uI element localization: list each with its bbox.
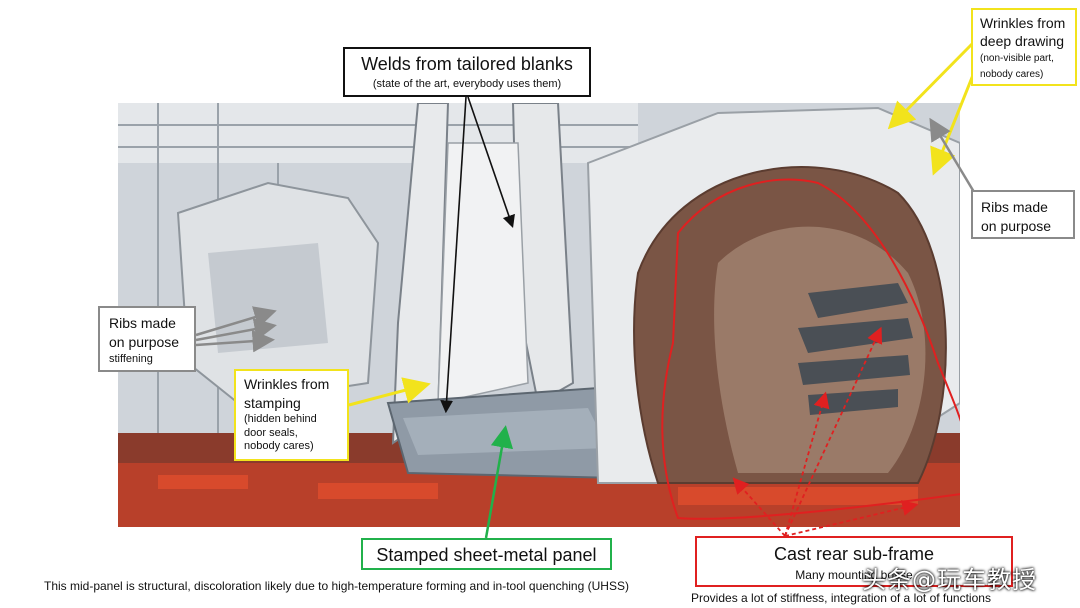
wrinkles-stamping-note-3: nobody cares): [244, 440, 314, 453]
ribs-right-line-1: Ribs made: [981, 199, 1048, 215]
wrinkles-deep-callout: Wrinkles from deep drawing (non-visible …: [971, 8, 1077, 86]
ribs-right-callout: Ribs made on purpose: [971, 190, 1075, 239]
wrinkles-deep-title-2: deep drawing: [980, 33, 1065, 50]
wrinkles-deep-note-1: (non-visible part,: [980, 53, 1054, 65]
cast-subframe-arrows: [732, 326, 919, 537]
welds-subtitle: (state of the art, everybody uses them): [372, 77, 562, 90]
cast-subframe-subtitle: Many mounting bosse: [795, 567, 913, 582]
watermark: 头条@玩车教授: [862, 566, 1037, 594]
wrinkles-deep-arrows: [887, 42, 977, 176]
cast-subframe-callout: Cast rear sub-frame Many mounting bosse: [695, 536, 1013, 587]
wrinkles-stamping-arrow: [348, 377, 431, 407]
wrinkles-stamping-title-1: Wrinkles from: [244, 376, 330, 392]
footnote: This mid-panel is structural, discolorat…: [44, 579, 629, 593]
wrinkles-stamping-callout: Wrinkles from stamping (hidden behind do…: [234, 369, 349, 461]
stamped-panel-title: Stamped sheet-metal panel: [376, 545, 597, 565]
ribs-right-arrow: [929, 117, 976, 193]
ribs-right-line-2: on purpose: [981, 217, 1052, 234]
ribs-left-line-1: Ribs made: [109, 315, 176, 331]
stamped-panel-callout: Stamped sheet-metal panel: [361, 538, 612, 570]
cast-subframe-title: Cast rear sub-frame: [773, 544, 935, 564]
wrinkles-stamping-title-2: stamping: [244, 394, 301, 411]
wrinkles-deep-title-1: Wrinkles from: [980, 15, 1066, 31]
factory-photo: [118, 103, 960, 527]
ribs-left-arrows: [195, 306, 277, 353]
welds-callout: Welds from tailored blanks (state of the…: [343, 47, 591, 97]
welds-arrows: [440, 96, 515, 414]
wrinkles-stamping-note-1: (hidden behind: [244, 412, 317, 425]
cast-subframe-footnote: Provides a lot of stiffness, integration…: [691, 591, 991, 605]
wrinkles-deep-note-2: nobody cares): [980, 68, 1044, 80]
stamped-panel-arrow: [484, 425, 514, 539]
ribs-left-callout: Ribs made on purpose stiffening: [98, 306, 196, 372]
ribs-left-note: stiffening: [109, 352, 153, 365]
welds-title: Welds from tailored blanks: [361, 54, 573, 74]
wrinkles-stamping-note-2: door seals,: [244, 426, 298, 439]
ribs-left-line-2: on purpose: [109, 333, 180, 350]
